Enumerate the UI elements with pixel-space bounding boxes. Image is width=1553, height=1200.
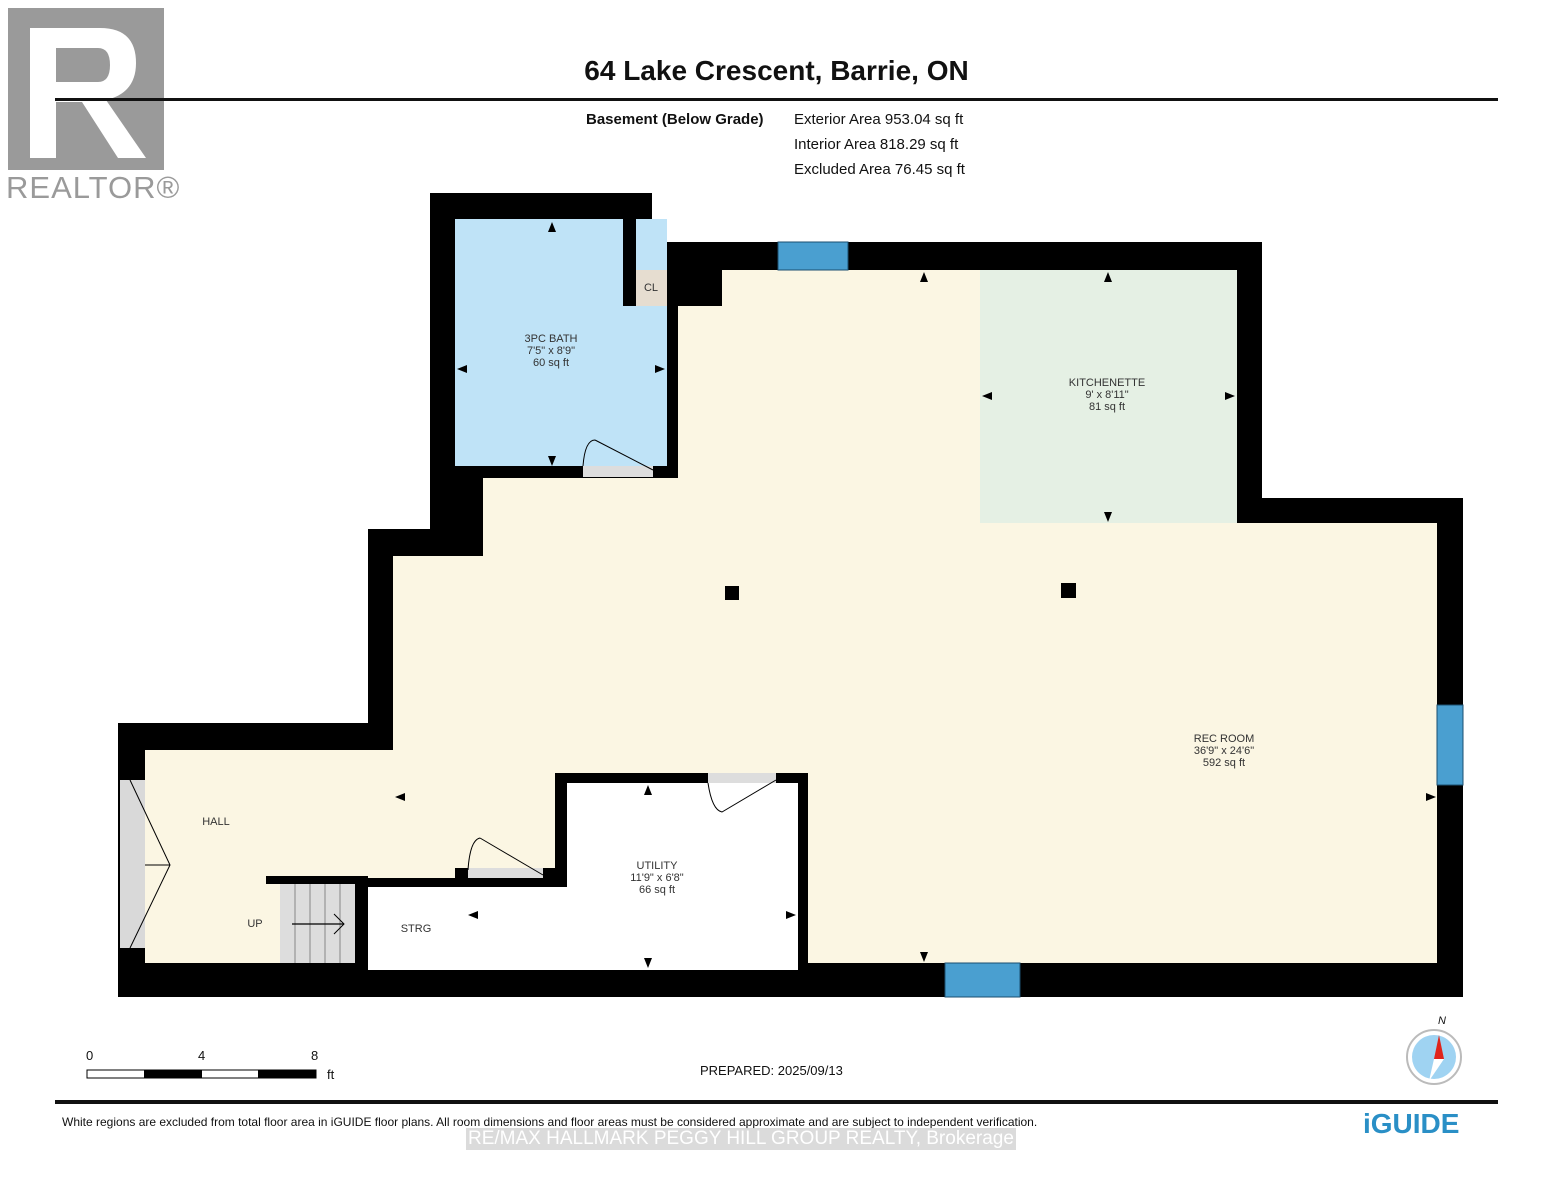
compass-north-label: N [1438,1015,1446,1027]
column [1061,583,1076,598]
room-area: 81 sq ft [1088,401,1126,413]
prepared-date: PREPARED: 2025/09/13 [700,1063,843,1078]
room-area: 592 sq ft [1202,757,1246,769]
scale-tick: 0 [86,1048,94,1063]
divider [55,98,1498,101]
kitchenette-floor [980,270,1237,523]
hall-door [120,780,145,948]
room-area: 66 sq ft [638,884,676,896]
room-closet: CL [643,282,659,294]
room-dims: 11'9" x 6'8" [630,872,684,884]
exterior-area: Exterior Area 953.04 sq ft [794,111,964,128]
iguide-logo: iGUIDE [1363,1108,1460,1139]
room-utility: UTILITY 11'9" x 6'8" 66 sq ft [630,860,683,896]
room-hall: HALL [202,816,230,828]
excluded-area: Excluded Area 76.45 sq ft [794,161,965,178]
room-dims: 7'5" x 8'9" [526,345,576,357]
room-name: UTILITY [636,860,678,872]
scale-tick: 4 [198,1048,206,1063]
room-storage: STRG [400,923,432,935]
scale-unit: ft [327,1067,335,1082]
room-area: 60 sq ft [532,357,570,369]
storage-floor [368,887,568,970]
room-rec-room: REC ROOM 36'9" x 24'6" 592 sq ft [1194,733,1255,769]
room-dims: 36'9" x 24'6" [1193,745,1255,757]
column [725,586,739,600]
room-kitchenette: KITCHENETTE 9' x 8'11" 81 sq ft [1069,377,1145,413]
bath-wall [623,219,636,306]
page-title: 64 Lake Crescent, Barrie, ON [584,55,969,86]
window [777,241,1464,998]
room-bath: 3PC BATH 7'5" x 8'9" 60 sq ft [525,333,578,369]
realtor-logo-icon [8,8,164,170]
room-name: REC ROOM [1193,733,1255,745]
utility-floor [567,783,798,970]
realtor-logo-text: REALTOR® [6,170,181,205]
room-name: 3PC BATH [524,333,578,345]
floor-plan [118,193,1464,998]
interior-area: Interior Area 818.29 sq ft [794,136,959,153]
level-label: Basement (Below Grade) [586,111,764,128]
brokerage-watermark: RE/MAX HALLMARK PEGGY HILL GROUP REALTY,… [466,1128,1016,1150]
divider [55,1100,1498,1104]
room-name: KITCHENETTE [1068,377,1146,389]
room-dims: 9' x 8'11" [1085,389,1129,401]
scale-bar [86,1069,317,1079]
compass-icon [1406,1029,1462,1085]
disclaimer: White regions are excluded from total fl… [62,1115,1038,1129]
stairs-label: UP [247,918,263,930]
closet-floor [636,270,667,306]
scale-tick: 8 [311,1048,319,1063]
